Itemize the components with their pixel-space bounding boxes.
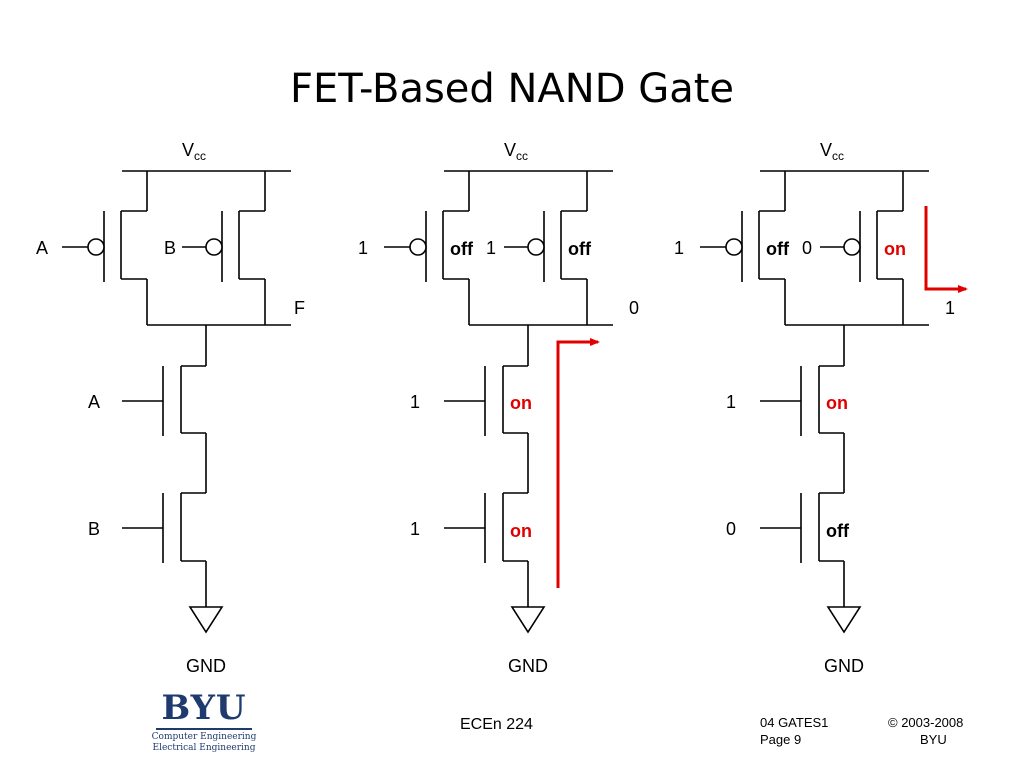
nmos-a-input-label: A [88,392,100,412]
gnd-label: GND [824,656,864,676]
logo-line-2: Electrical Engineering [152,743,256,753]
nmos-b-state: on [510,521,532,541]
nmos-a-input-label: 1 [726,392,736,412]
footer-course: ECEn 224 [460,716,533,733]
slide-title: FET-Based NAND Gate [289,66,735,112]
pmos-a-bubble [409,238,427,256]
logo-rule [156,728,252,730]
nmos-b-state: off [826,521,850,541]
nmos-b-input-label: 1 [410,519,420,539]
footer-file: 04 GATES1 [760,715,829,730]
footer-page: Page 9 [760,732,802,747]
pmos-b-input-label: 0 [802,238,812,258]
pmos-a-input-label: 1 [358,238,368,258]
pmos-a-input-label: A [36,238,48,258]
pmos-a-state: off [766,239,790,259]
pmos-b-bubble [205,238,223,256]
pmos-a-bubble [87,238,105,256]
nmos-b-input-label: B [88,519,100,539]
ground-symbol [188,606,224,634]
footer-org: BYU [920,732,947,747]
pmos-b-input-label: 1 [486,238,496,258]
current-path-arrow-circuit-3 [924,206,968,293]
byu-logo: BYU Computer Engineering Electrical Engi… [150,690,258,754]
output-label: F [294,298,305,318]
vcc-label: Vcc [820,140,844,163]
output-label: 1 [945,298,955,318]
pmos-a-input-label: 1 [674,238,684,258]
logo-line-1: Computer Engineering [151,732,257,742]
pmos-b-bubble [527,238,545,256]
nmos-a-input-label: 1 [410,392,420,412]
footer-copyright: © 2003-2008 [888,715,964,730]
current-path-arrow-circuit-2 [556,338,600,588]
ground-symbol [510,606,546,634]
vcc-label: Vcc [182,140,206,163]
pmos-b-state: off [568,239,592,259]
gnd-label: GND [186,656,226,676]
output-label: 0 [629,298,639,318]
nmos-a-state: on [826,393,848,413]
nmos-b-input-label: 0 [726,519,736,539]
pmos-a-state: off [450,239,474,259]
pmos-b-state: on [884,239,906,259]
pmos-b-input-label: B [164,238,176,258]
nmos-a-state: on [510,393,532,413]
ground-symbol [826,606,862,634]
vcc-label: Vcc [504,140,528,163]
pmos-b-bubble [843,238,861,256]
pmos-a-bubble [725,238,743,256]
logo-wordmark: BYU [161,688,247,728]
gnd-label: GND [508,656,548,676]
